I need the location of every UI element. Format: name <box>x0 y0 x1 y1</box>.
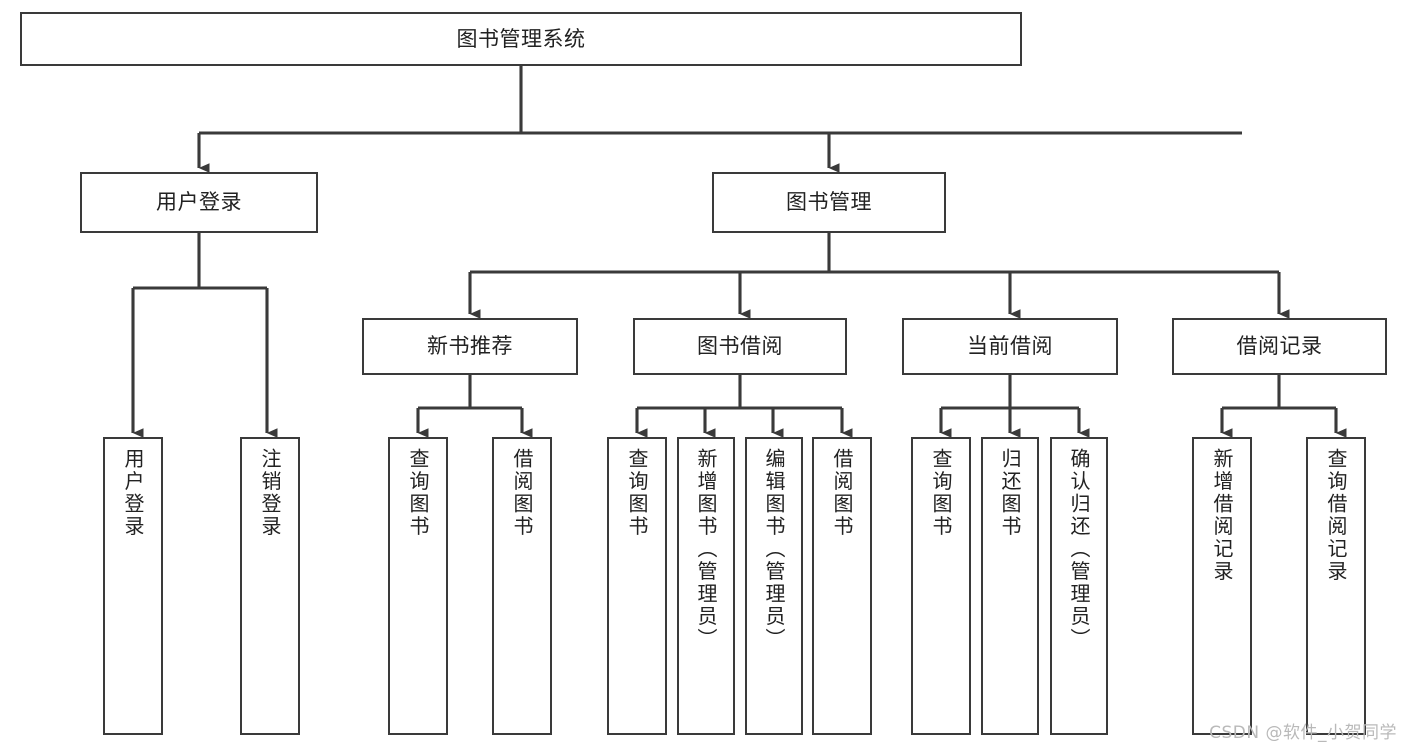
node-leaf-edit-book-label: 编辑图书（管理员） <box>762 448 786 651</box>
node-leaf-borrow-book-2-label: 借阅图书 <box>830 448 854 538</box>
node-leaf-return-book[interactable]: 归还图书 <box>981 437 1039 735</box>
node-leaf-return-book-label: 归还图书 <box>998 448 1022 538</box>
node-leaf-query-book-3[interactable]: 查询图书 <box>911 437 971 735</box>
node-leaf-query-book-3-label: 查询图书 <box>929 448 953 538</box>
node-leaf-query-book-2[interactable]: 查询图书 <box>607 437 667 735</box>
node-new-book-recommend[interactable]: 新书推荐 <box>362 318 578 375</box>
node-leaf-logout[interactable]: 注销登录 <box>240 437 300 735</box>
node-leaf-edit-book[interactable]: 编辑图书（管理员） <box>745 437 803 735</box>
node-new-book-recommend-label: 新书推荐 <box>427 334 513 359</box>
node-user-login[interactable]: 用户登录 <box>80 172 318 233</box>
node-leaf-query-record[interactable]: 查询借阅记录 <box>1306 437 1366 735</box>
node-book-borrow[interactable]: 图书借阅 <box>633 318 847 375</box>
node-leaf-add-book-label: 新增图书（管理员） <box>694 448 718 651</box>
node-current-borrow[interactable]: 当前借阅 <box>902 318 1118 375</box>
node-root-system-label: 图书管理系统 <box>456 26 586 51</box>
node-leaf-add-book[interactable]: 新增图书（管理员） <box>677 437 735 735</box>
node-book-management[interactable]: 图书管理 <box>712 172 946 233</box>
node-leaf-add-record[interactable]: 新增借阅记录 <box>1192 437 1252 735</box>
node-borrow-record[interactable]: 借阅记录 <box>1172 318 1387 375</box>
node-current-borrow-label: 当前借阅 <box>967 334 1053 359</box>
node-leaf-query-book-1-label: 查询图书 <box>406 448 430 538</box>
node-book-borrow-label: 图书借阅 <box>697 334 783 359</box>
node-leaf-borrow-book-1-label: 借阅图书 <box>510 448 534 538</box>
node-leaf-user-login-label: 用户登录 <box>121 448 145 538</box>
node-root-system[interactable]: 图书管理系统 <box>20 12 1022 66</box>
node-leaf-confirm-return-label: 确认归还（管理员） <box>1067 448 1091 651</box>
node-book-management-label: 图书管理 <box>786 190 872 215</box>
node-leaf-borrow-book-2[interactable]: 借阅图书 <box>812 437 872 735</box>
node-leaf-logout-label: 注销登录 <box>258 448 282 538</box>
node-leaf-confirm-return[interactable]: 确认归还（管理员） <box>1050 437 1108 735</box>
node-leaf-query-book-1[interactable]: 查询图书 <box>388 437 448 735</box>
node-user-login-label: 用户登录 <box>156 190 242 215</box>
node-leaf-add-record-label: 新增借阅记录 <box>1210 448 1234 583</box>
node-leaf-borrow-book-1[interactable]: 借阅图书 <box>492 437 552 735</box>
node-borrow-record-label: 借阅记录 <box>1236 334 1323 359</box>
csdn-watermark: CSDN @软件_小贺同学 <box>1209 723 1397 743</box>
node-leaf-user-login[interactable]: 用户登录 <box>103 437 163 735</box>
node-leaf-query-record-label: 查询借阅记录 <box>1324 448 1348 583</box>
node-leaf-query-book-2-label: 查询图书 <box>625 448 649 538</box>
